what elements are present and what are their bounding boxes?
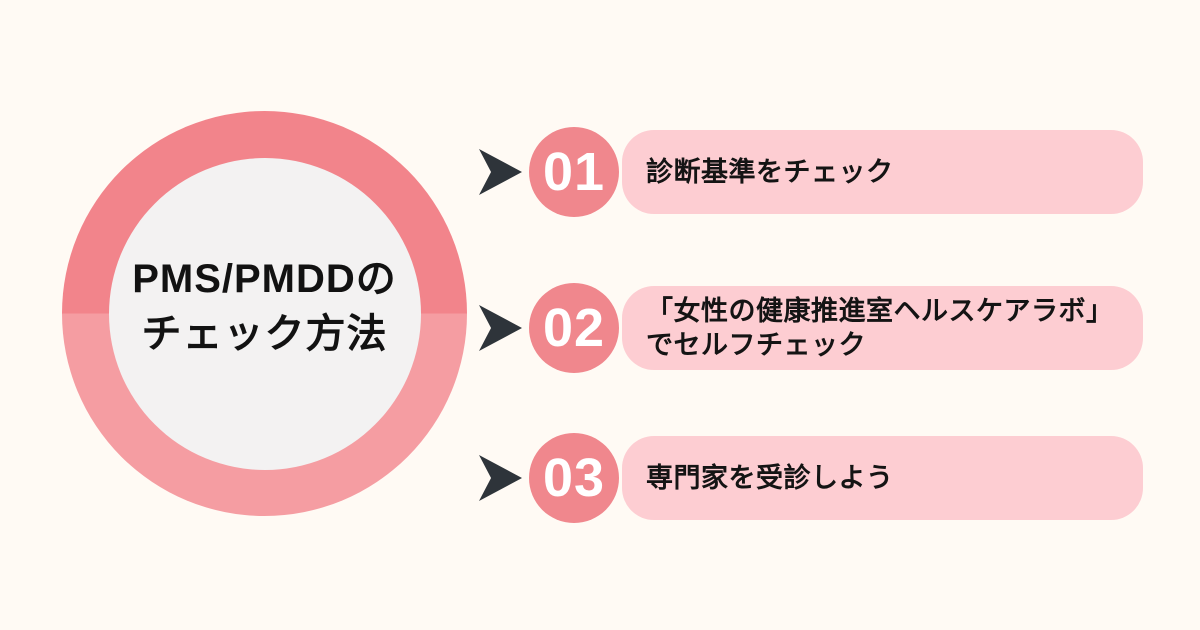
step-row-1: 01 診断基準をチェック	[479, 127, 1143, 217]
step-label-line: でセルフチェック	[646, 330, 866, 360]
step-label-line: 専門家を受診しよう	[646, 463, 894, 493]
hub-inner-circle: PMS/PMDDの チェック方法	[108, 157, 421, 470]
step-label-bar: 診断基準をチェック	[622, 130, 1143, 214]
step-label-line: 診断基準をチェック	[646, 157, 894, 187]
hub-title: PMS/PMDDの チェック方法	[132, 252, 397, 362]
step-label-bar: 「女性の健康推進室ヘルスケアラボ」 でセルフチェック	[622, 286, 1143, 370]
step-number-badge: 01	[529, 127, 619, 217]
step-number: 02	[542, 298, 606, 358]
step-row-3: 03 専門家を受診しよう	[479, 433, 1143, 523]
arrow-right-icon	[479, 455, 522, 501]
step-number: 01	[542, 142, 606, 202]
step-number: 03	[542, 448, 606, 508]
arrow-right-icon	[479, 305, 522, 351]
step-label-line: 「女性の健康推進室ヘルスケアラボ」	[646, 296, 1114, 326]
hub-title-line-1: PMS/PMDDの	[132, 256, 397, 301]
step-label-bar: 専門家を受診しよう	[622, 436, 1143, 520]
hub-title-line-2: チェック方法	[141, 311, 388, 356]
arrow-right-icon	[479, 149, 522, 195]
step-row-2: 02 「女性の健康推進室ヘルスケアラボ」 でセルフチェック	[479, 283, 1143, 373]
hub-ring-circle: PMS/PMDDの チェック方法	[62, 111, 467, 516]
step-number-badge: 02	[529, 283, 619, 373]
step-number-badge: 03	[529, 433, 619, 523]
